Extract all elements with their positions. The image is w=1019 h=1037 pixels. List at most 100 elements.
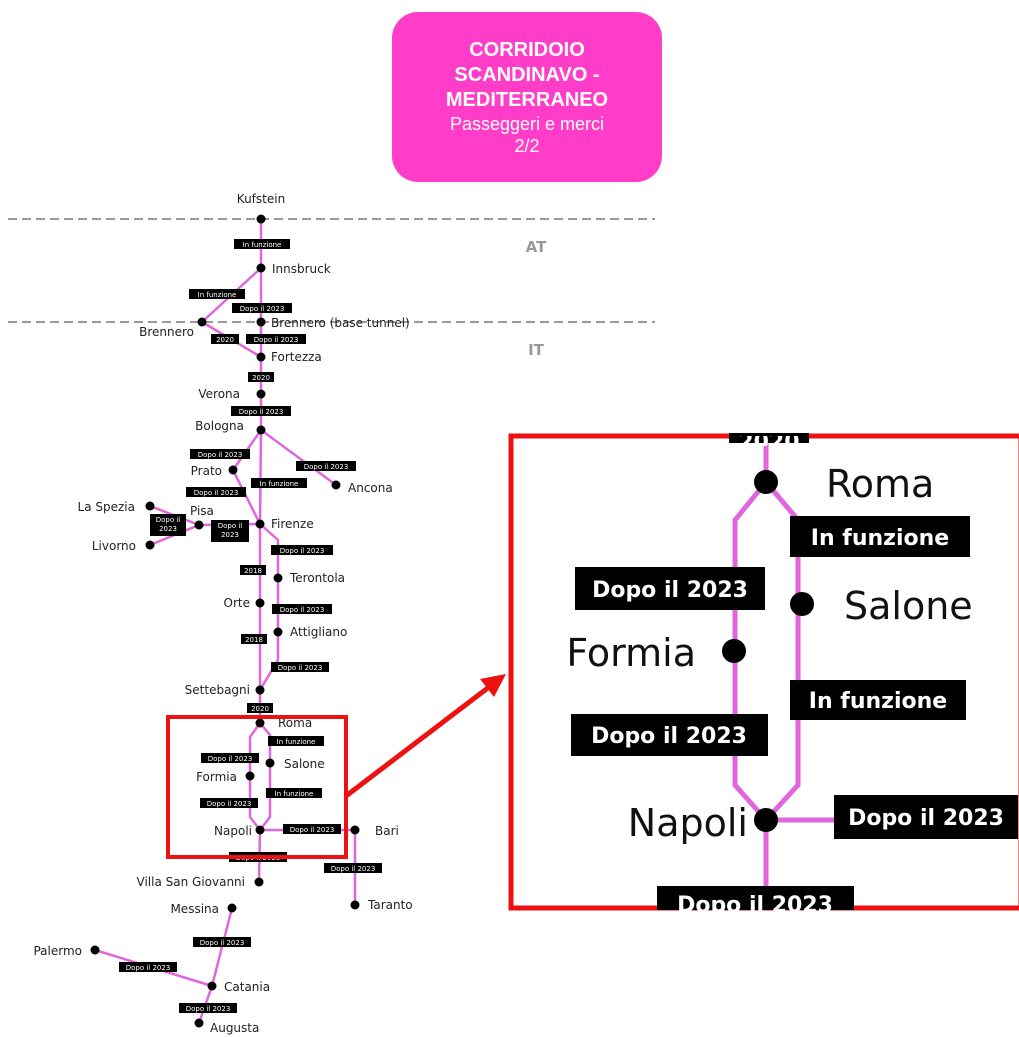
station-name-kufstein: Kufstein bbox=[237, 192, 285, 206]
status-label: Dopo il 2023 bbox=[190, 449, 250, 459]
status-label: Dopo il 2023 bbox=[201, 753, 259, 763]
status-labels: In funzione In funzione Dopo il 2023 202… bbox=[119, 239, 382, 1013]
station-name-settebagni: Settebagni bbox=[185, 683, 250, 697]
zoom-station-name-formia: Formia bbox=[566, 631, 696, 675]
station-name-messina: Messina bbox=[170, 902, 219, 916]
station-name-terontola: Terontola bbox=[289, 571, 345, 585]
status-label: Dopo il 2023 bbox=[283, 824, 341, 834]
svg-text:In funzione: In funzione bbox=[260, 480, 299, 488]
zoom-station-dot-formia bbox=[722, 639, 746, 663]
border-lines: AT IT bbox=[8, 218, 655, 359]
status-label: 2018 bbox=[241, 634, 267, 644]
zoom-station-name-roma: Roma bbox=[826, 462, 934, 506]
station-dot-prato bbox=[228, 465, 238, 475]
svg-text:Dopo il 2023: Dopo il 2023 bbox=[198, 451, 243, 459]
status-label: In funzione bbox=[251, 478, 307, 488]
station-dot-kufstein bbox=[256, 214, 266, 224]
status-label: Dopo il 2023 bbox=[272, 604, 332, 614]
svg-text:In funzione: In funzione bbox=[275, 790, 314, 798]
status-label: 2020 bbox=[247, 703, 273, 713]
station-name-augusta: Augusta bbox=[210, 1021, 259, 1035]
svg-text:In funzione: In funzione bbox=[277, 738, 316, 746]
station-name-livorno: Livorno bbox=[92, 539, 136, 553]
status-label: Dopo il 2023 bbox=[186, 487, 246, 497]
zoom-station-dot-napoli bbox=[754, 808, 778, 832]
station-dot-salone bbox=[265, 758, 275, 768]
station-name-fortezza: Fortezza bbox=[271, 350, 322, 364]
status-label: Dopo il 2023 bbox=[119, 962, 177, 972]
svg-text:2018: 2018 bbox=[244, 567, 262, 575]
status-label: Dopo il 2023 bbox=[271, 545, 333, 555]
svg-text:In funzione: In funzione bbox=[198, 291, 237, 299]
svg-text:Dopo il 2023: Dopo il 2023 bbox=[304, 463, 349, 471]
status-label: In funzione bbox=[234, 239, 290, 249]
zoom-status-label: Dopo il 2023 bbox=[657, 886, 854, 918]
status-label: Dopo il 2023 bbox=[200, 798, 258, 808]
line-bologna-firenze bbox=[258, 429, 263, 525]
status-label: Dopo il 2023 bbox=[246, 334, 306, 344]
station-name-attigliano: Attigliano bbox=[290, 625, 347, 639]
status-label: In funzione bbox=[268, 736, 324, 746]
station-name-formia: Formia bbox=[196, 770, 237, 784]
highlight-box bbox=[166, 715, 348, 859]
corridor-title: CORRIDOIO SCANDINAVO - MEDITERRANEO bbox=[445, 38, 609, 111]
svg-text:In funzione: In funzione bbox=[811, 526, 949, 551]
station-dot-firenze bbox=[255, 519, 265, 529]
station-name-bologna: Bologna bbox=[195, 419, 244, 433]
station-name-brennero-base: Brennero (base tunnel) bbox=[271, 316, 410, 330]
station-name-prato: Prato bbox=[191, 464, 222, 478]
status-label: 2018 bbox=[240, 565, 266, 575]
station-dot-terontola bbox=[273, 573, 283, 583]
zoom-status-label: Dopo il 2023 bbox=[571, 714, 768, 756]
station-dot-pisa bbox=[194, 520, 204, 530]
station-dot-brennero bbox=[197, 317, 207, 327]
station-name-napoli: Napoli bbox=[214, 824, 252, 838]
station-dot-settebagni bbox=[255, 685, 265, 695]
station-dot-palermo bbox=[90, 945, 100, 955]
line-roma-salone-napoli bbox=[259, 722, 272, 831]
svg-text:2020: 2020 bbox=[252, 374, 270, 382]
status-label: 2020 bbox=[211, 334, 239, 344]
station-names: Kufstein Innsbruck Brennero Brennero (ba… bbox=[33, 192, 412, 1035]
svg-text:Dopo il 2023: Dopo il 2023 bbox=[290, 826, 335, 834]
svg-text:Dopo il 2023: Dopo il 2023 bbox=[677, 893, 833, 918]
station-dot-fortezza bbox=[256, 352, 266, 362]
status-label: 2020 bbox=[248, 372, 274, 382]
status-label: In funzione bbox=[189, 289, 245, 299]
station-dot-taranto bbox=[350, 900, 360, 910]
station-name-firenze: Firenze bbox=[271, 517, 314, 531]
station-dot-catania bbox=[207, 981, 217, 991]
svg-text:In funzione: In funzione bbox=[809, 689, 947, 714]
station-name-brennero: Brennero bbox=[139, 325, 194, 339]
line-prato-firenze bbox=[231, 469, 262, 525]
status-label: Dopo il 2023 bbox=[271, 662, 329, 672]
station-dot-roma bbox=[255, 718, 265, 728]
svg-text:Dopo il 2023: Dopo il 2023 bbox=[280, 606, 325, 614]
status-label: Dopo il 2023 bbox=[231, 406, 291, 416]
svg-text:Dopo il 2023: Dopo il 2023 bbox=[848, 806, 1004, 831]
svg-text:2020: 2020 bbox=[216, 336, 234, 344]
border-label-at: AT bbox=[526, 238, 547, 256]
svg-text:2018: 2018 bbox=[245, 636, 263, 644]
status-label: Dopo il 2023 bbox=[324, 863, 382, 873]
svg-text:Dopo il 2023: Dopo il 2023 bbox=[194, 489, 239, 497]
zoom-label-top-cut: 2020 bbox=[729, 430, 809, 455]
station-name-ancona: Ancona bbox=[348, 481, 393, 495]
svg-text:In funzione: In funzione bbox=[243, 241, 282, 249]
station-dot-la-spezia bbox=[145, 501, 155, 511]
zoom-station-name-napoli: Napoli bbox=[628, 801, 748, 845]
svg-text:Dopo il 2023: Dopo il 2023 bbox=[331, 865, 376, 873]
zoom-status-label: In funzione bbox=[790, 680, 966, 720]
svg-text:Dopo il 2023: Dopo il 2023 bbox=[186, 1005, 231, 1013]
station-name-taranto: Taranto bbox=[367, 898, 413, 912]
svg-text:Dopo il 2023: Dopo il 2023 bbox=[200, 939, 245, 947]
zoom-station-dot-roma bbox=[754, 470, 778, 494]
svg-text:2020: 2020 bbox=[738, 430, 799, 455]
svg-text:Dopo il 2023: Dopo il 2023 bbox=[240, 305, 285, 313]
zoom-status-label: Dopo il 2023 bbox=[834, 795, 1018, 839]
station-name-villa-san-giovanni: Villa San Giovanni bbox=[137, 875, 245, 889]
station-dot-attigliano bbox=[273, 627, 283, 637]
corridor-title-box: CORRIDOIO SCANDINAVO - MEDITERRANEO Pass… bbox=[392, 12, 662, 182]
svg-text:Dopo il 2023: Dopo il 2023 bbox=[278, 664, 323, 672]
